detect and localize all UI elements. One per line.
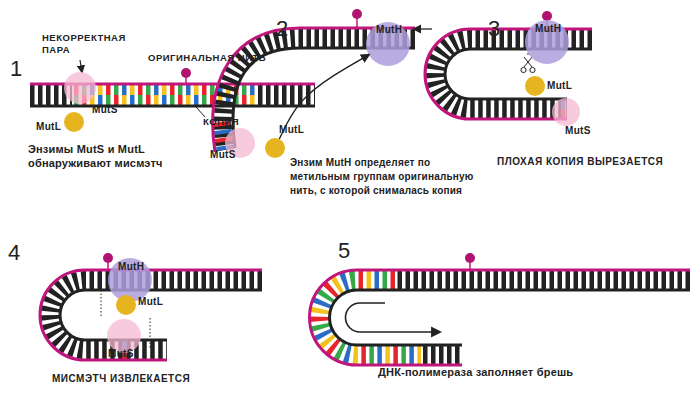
step-caption: ДНК-полимераза заполняет брешь: [378, 366, 573, 379]
muth-enzyme: MutH: [108, 258, 152, 302]
enzyme-shape: [64, 72, 96, 104]
callout-label: КОПИЯ: [203, 116, 239, 127]
enzyme-name: MutH: [535, 23, 561, 35]
mutl-enzyme: MutL: [525, 76, 545, 96]
muts-enzyme: MutS: [64, 72, 96, 104]
enzyme-shape: [552, 98, 580, 126]
dna-panel-1: [30, 60, 315, 117]
enzyme-circle: [64, 72, 96, 104]
methyl-stem: [107, 262, 109, 270]
direction-arrow: [414, 28, 432, 29]
methyl-group: [542, 11, 552, 21]
callout-label: НЕКОРРЕКТНАЯ ПАРА: [42, 32, 137, 56]
enzyme-circle: [525, 20, 569, 64]
enzyme-circle: [366, 22, 410, 66]
enzyme-circle: [552, 98, 580, 126]
enzyme-shape: [265, 138, 285, 158]
base-pairs: [395, 270, 690, 290]
step-number: 4: [8, 240, 20, 266]
step-number: 2: [276, 16, 288, 42]
base-pairs: [258, 85, 315, 105]
enzyme-name: MutL: [36, 121, 61, 133]
copy-strand: [445, 49, 592, 99]
muts-enzyme: MutS: [552, 98, 580, 126]
enzyme-circle: [525, 76, 545, 96]
pointer-arrow: [80, 60, 82, 72]
synthesis-arrow: [346, 303, 441, 332]
enzyme-circle: [265, 138, 285, 158]
mutl-enzyme: MutL: [265, 138, 285, 158]
enzyme-name: MutL: [138, 296, 163, 308]
methyl-group: [352, 9, 362, 19]
step-caption: МИСМЭТЧ ИЗВЛЕКАЕТСЯ: [52, 373, 190, 385]
step-number: 3: [488, 16, 500, 42]
enzyme-circle: [107, 319, 141, 353]
dna-panel-4: [40, 253, 262, 360]
cut-line: [101, 290, 102, 318]
leader-line: [196, 107, 205, 117]
enzyme-name: MutL: [547, 80, 572, 92]
enzyme-name: MutH: [376, 24, 402, 36]
base-pairs: [423, 345, 462, 365]
muts-enzyme: MutS: [225, 128, 255, 158]
methyl-group: [465, 253, 475, 263]
enzyme-name: MutS: [565, 125, 591, 137]
enzyme-circle: [64, 112, 84, 132]
step-number: 5: [338, 238, 350, 264]
methyl-group: [181, 68, 191, 78]
base-pairs: [50, 280, 262, 350]
pointer-arrow: [279, 55, 369, 139]
mutl-enzyme: MutL: [116, 295, 136, 315]
step-caption: Энзим MutH определяет по метильным групп…: [290, 156, 475, 198]
copy-strand: [30, 105, 315, 108]
enzyme-shape: [116, 295, 136, 315]
enzyme-name: MutH: [118, 261, 144, 273]
enzyme-name: MutL: [279, 124, 304, 136]
methyl-stem: [469, 262, 471, 270]
muth-enzyme: MutH: [366, 22, 410, 66]
scissors-symbol: [521, 57, 535, 73]
enzyme-circle: [108, 258, 152, 302]
enzyme-shape: [64, 112, 84, 132]
methyl-stem: [356, 18, 358, 28]
callout-label: ОРИГИНАЛЬНАЯ НИТЬ: [148, 52, 266, 63]
enzyme-circle: [116, 295, 136, 315]
methyl-group: [103, 253, 113, 263]
step-caption: Энзимы MutS и MutL обнаруживают мисмэтч: [28, 142, 208, 170]
cut-line: [150, 318, 151, 348]
enzyme-name: MutS: [108, 348, 134, 360]
step-caption: ПЛОХАЯ КОПИЯ ВЫРЕЗАЕТСЯ: [497, 156, 663, 168]
enzyme-shape: [525, 76, 545, 96]
step-number: 1: [10, 56, 22, 82]
enzyme-name: MutS: [92, 104, 118, 116]
mutl-enzyme: MutL: [64, 112, 84, 132]
muts-enzyme: MutS: [107, 319, 141, 353]
copy-strand: [330, 290, 691, 345]
muth-enzyme: MutH: [525, 20, 569, 64]
enzyme-shape: [107, 319, 141, 353]
dna-panel-5: [310, 253, 690, 365]
original-strand: [310, 270, 690, 365]
enzyme-name: MutS: [210, 149, 236, 161]
copy-strand: [60, 290, 262, 340]
